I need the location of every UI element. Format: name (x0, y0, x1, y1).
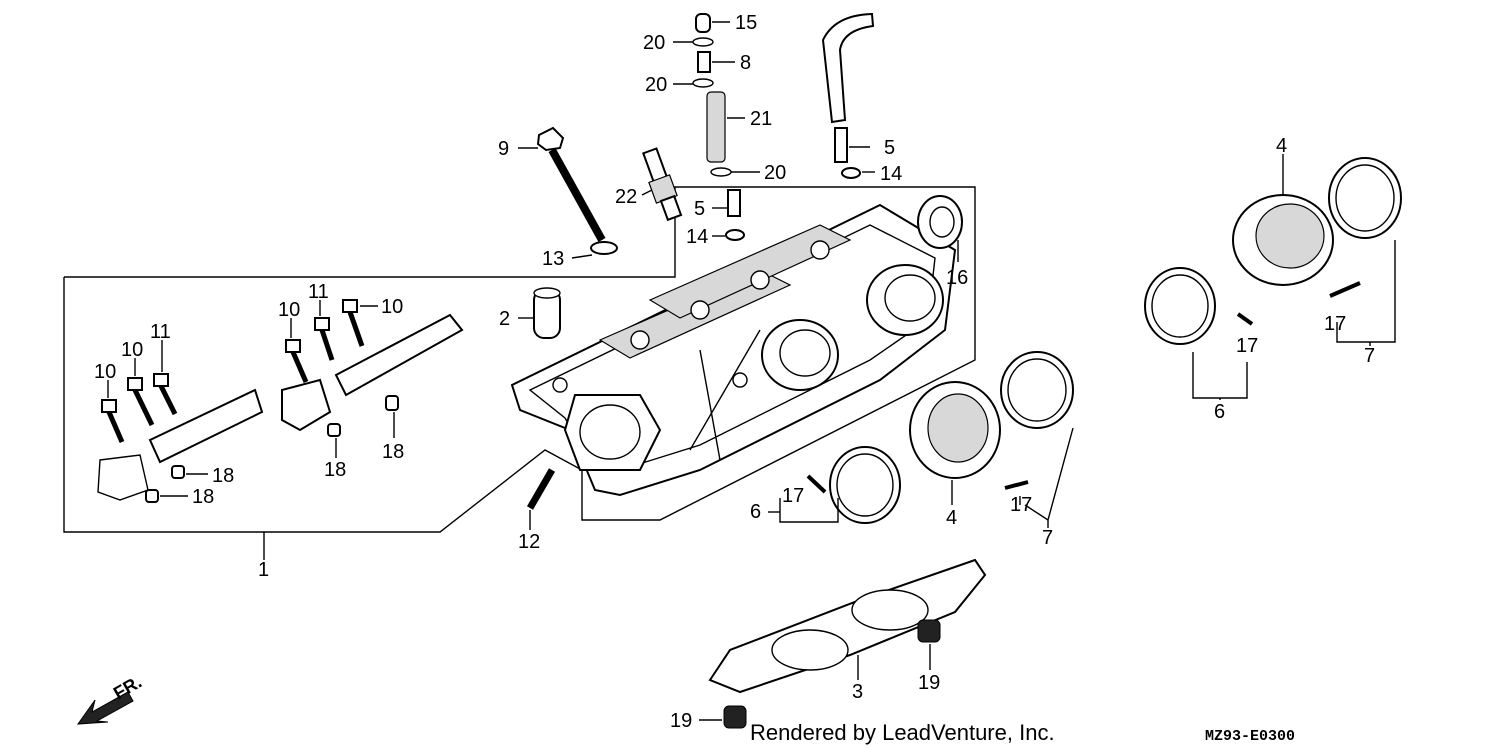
part-2-dowel (518, 287, 561, 339)
callout-19-left: 19 (670, 710, 692, 732)
render-credit: Rendered by LeadVenture, Inc. (750, 720, 1055, 745)
callout-17-c: 17 (1010, 494, 1032, 516)
callout-17-d: 17 (782, 485, 804, 507)
part-13-washer (571, 241, 618, 259)
callout-22: 22 (615, 186, 637, 208)
callout-21: 21 (750, 108, 772, 130)
callout-5-upper: 5 (884, 137, 895, 159)
part-8-fitting (697, 51, 735, 73)
callout-20-b: 20 (645, 74, 667, 96)
callout-3: 3 (852, 681, 863, 703)
callout-10-c: 10 (278, 299, 300, 321)
part-19-dowels (699, 619, 941, 729)
part-15-cap (695, 13, 730, 33)
cylinder-head (510, 203, 957, 497)
callout-12: 12 (518, 531, 540, 553)
front-direction-arrow: FR. (76, 672, 145, 725)
breather-hose (821, 12, 875, 124)
part-5-fitting-upper (834, 127, 870, 163)
callout-18-d: 18 (382, 441, 404, 463)
callout-20-c: 20 (764, 162, 786, 184)
callout-9: 9 (498, 138, 509, 160)
right-insulator-group (1144, 154, 1402, 400)
callout-7-right: 7 (1364, 345, 1375, 367)
part-22-spark-plug (641, 147, 683, 222)
callout-11-b: 11 (308, 281, 329, 303)
callout-13: 13 (542, 248, 564, 270)
left-cam-holder-group (97, 299, 464, 503)
callout-18-b: 18 (192, 486, 214, 508)
bolt-11-a (153, 373, 178, 416)
part-20-clips (673, 37, 760, 177)
callout-17-b: 17 (1236, 335, 1258, 357)
lower-insulator-group (768, 351, 1074, 528)
callout-10-b: 10 (121, 339, 143, 361)
part-14-washer-lower (712, 229, 745, 241)
part-5-fitting-lower (712, 189, 741, 217)
bolt-10-a (101, 399, 125, 443)
part-3-gasket (708, 558, 987, 694)
callout-18-a: 18 (212, 465, 234, 487)
callout-14-upper: 14 (880, 163, 902, 185)
callout-16: 16 (946, 267, 968, 289)
callout-10-a: 10 (94, 361, 116, 383)
callout-2: 2 (499, 308, 510, 330)
part-9-bolt (518, 126, 606, 242)
callout-1: 1 (258, 559, 269, 581)
bolt-10-b (127, 377, 155, 427)
callout-14-lower: 14 (686, 226, 708, 248)
bolt-10-c (285, 339, 309, 383)
part-12-stud (526, 468, 556, 530)
callout-5-lower: 5 (694, 198, 705, 220)
callout-4-lower: 4 (946, 507, 957, 529)
callout-15: 15 (735, 12, 757, 34)
callout-11-a: 11 (150, 321, 171, 343)
callout-20-a: 20 (643, 32, 665, 54)
bolt-11-b (314, 317, 335, 361)
callout-6-lower: 6 (750, 501, 761, 523)
callout-6-right: 6 (1214, 401, 1225, 423)
diagram-code: MZ93-E0300 (1205, 728, 1295, 745)
callout-8: 8 (740, 52, 751, 74)
callout-17-a: 17 (1324, 313, 1346, 335)
callout-7-lower: 7 (1042, 527, 1053, 549)
part-14-washer-upper (841, 167, 875, 179)
bolt-10-d (342, 299, 365, 347)
part-21-tube (706, 91, 745, 163)
callout-labels: 1 2 3 4 4 5 5 6 6 7 7 8 9 10 10 10 10 11… (94, 12, 1375, 732)
callout-10-d: 10 (381, 296, 403, 318)
part-16-seal (917, 195, 963, 262)
callout-18-c: 18 (324, 459, 346, 481)
callout-19-right: 19 (918, 672, 940, 694)
callout-4-right: 4 (1276, 135, 1287, 157)
